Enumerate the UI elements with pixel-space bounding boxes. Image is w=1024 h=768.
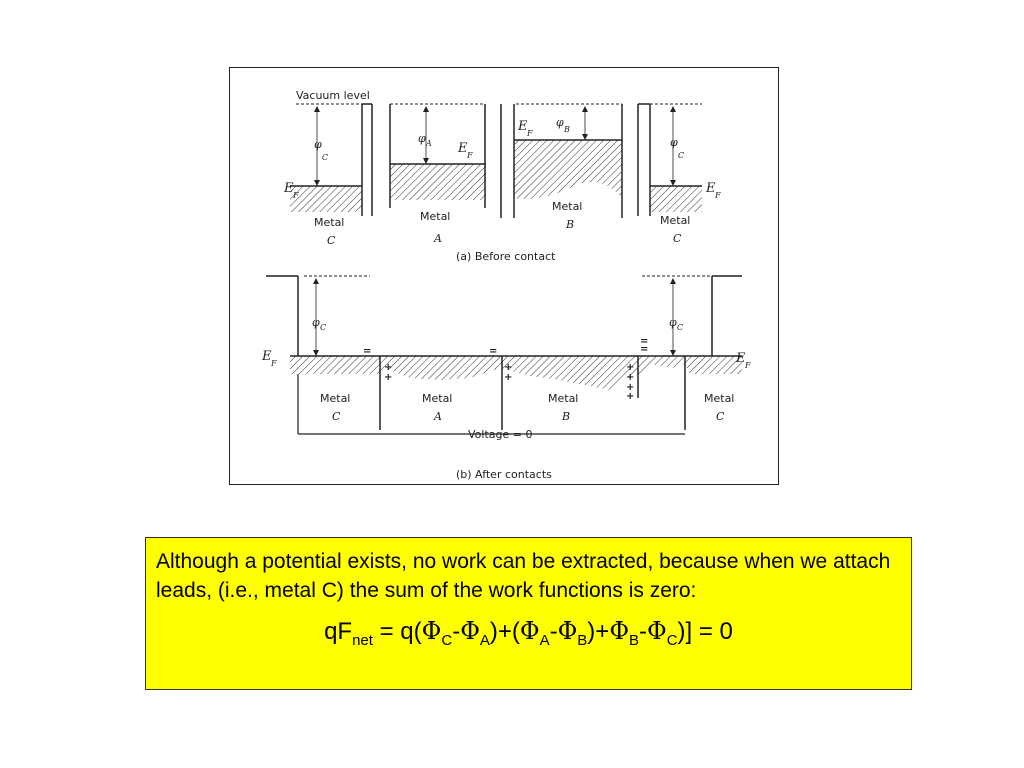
phi-subscript: C bbox=[678, 151, 684, 160]
fermi-label: E bbox=[517, 119, 528, 134]
metal-letter: A bbox=[433, 232, 442, 245]
metal-b-before: E F φ B Metal B bbox=[500, 104, 623, 231]
metal-letter: B bbox=[561, 410, 570, 423]
eq-minus: - bbox=[639, 618, 648, 645]
eq-sub: C bbox=[441, 631, 453, 649]
fermi-subscript: F bbox=[714, 191, 721, 200]
eq-phi: Φ bbox=[519, 617, 540, 645]
metal-label: Metal bbox=[320, 392, 350, 405]
fermi-subscript: F bbox=[744, 361, 751, 370]
voltage-label: Voltage = 0 bbox=[468, 428, 532, 441]
phi-subscript: C bbox=[320, 323, 326, 332]
metal-letter: C bbox=[716, 410, 725, 423]
svg-text:+: + bbox=[626, 372, 634, 383]
svg-text:+: + bbox=[626, 362, 634, 373]
fermi-subscript: F bbox=[466, 151, 473, 160]
svg-text:=: = bbox=[640, 336, 648, 347]
svg-text:+: + bbox=[504, 372, 512, 383]
metal-c-right-before: φ C E F Metal C bbox=[637, 103, 721, 245]
fermi-label: E bbox=[735, 351, 746, 366]
diagram-svg: Vacuum level φ C E F Metal C φ A E F Met… bbox=[261, 89, 751, 481]
metal-letter: C bbox=[673, 232, 682, 245]
metal-a-before: φ A E F Metal A bbox=[389, 104, 486, 245]
eq-sub: A bbox=[479, 631, 490, 649]
metal-label: Metal bbox=[704, 392, 734, 405]
phi-subscript: C bbox=[677, 323, 683, 332]
eq-sub: A bbox=[539, 631, 550, 649]
eq-sub: B bbox=[577, 631, 588, 649]
metal-label: Metal bbox=[660, 214, 690, 227]
eq-sub: B bbox=[629, 631, 640, 649]
after-contacts-diagram: = + + = + + = = + + + + bbox=[266, 275, 742, 435]
phi-subscript: B bbox=[563, 125, 570, 134]
svg-text:+: + bbox=[384, 372, 392, 383]
phi-label: φ bbox=[314, 138, 322, 151]
phi-label: φ bbox=[556, 116, 564, 129]
metal-label: Metal bbox=[548, 392, 578, 405]
energy-band-diagram: Vacuum level φ C E F Metal C φ A E F Met… bbox=[229, 67, 779, 485]
eq-part: )+( bbox=[489, 618, 520, 645]
eq-part: )] = 0 bbox=[677, 618, 733, 645]
phi-label: φ bbox=[670, 136, 678, 149]
svg-text:+: + bbox=[384, 362, 392, 373]
fermi-label: E bbox=[261, 349, 272, 364]
fermi-label: E bbox=[283, 181, 294, 196]
eq-minus: - bbox=[549, 618, 558, 645]
metal-letter: B bbox=[565, 218, 574, 231]
explanation-box: Although a potential exists, no work can… bbox=[145, 537, 912, 690]
metal-letter: A bbox=[433, 410, 442, 423]
phi-label: φ bbox=[418, 132, 426, 145]
metal-c-left-before: φ C E F Metal C bbox=[283, 103, 373, 247]
eq-phi: Φ bbox=[609, 617, 629, 645]
phi-subscript: A bbox=[425, 139, 432, 148]
metal-letter: C bbox=[327, 234, 336, 247]
phi-label: φ bbox=[669, 316, 677, 329]
metal-label: Metal bbox=[314, 216, 344, 229]
eq-phi: Φ bbox=[557, 617, 578, 645]
phi-subscript: C bbox=[322, 153, 328, 162]
eq-phi: Φ bbox=[647, 617, 667, 645]
eq-phi: Φ bbox=[460, 617, 480, 645]
eq-sub: C bbox=[666, 631, 678, 649]
explanation-text: Although a potential exists, no work can… bbox=[156, 550, 891, 602]
fermi-subscript: F bbox=[270, 359, 277, 368]
metal-letter: C bbox=[332, 410, 341, 423]
fermi-label: E bbox=[457, 141, 468, 156]
metal-label: Metal bbox=[420, 210, 450, 223]
eq-phi: Φ bbox=[421, 617, 442, 645]
metal-label: Metal bbox=[422, 392, 452, 405]
svg-text:+: + bbox=[626, 391, 634, 402]
vacuum-level-label: Vacuum level bbox=[296, 89, 370, 102]
eq-net-subscript: net bbox=[352, 631, 373, 649]
eq-minus: - bbox=[452, 618, 461, 645]
svg-text:+: + bbox=[626, 382, 634, 393]
eq-part: )+ bbox=[587, 618, 610, 645]
fermi-label: E bbox=[705, 181, 716, 196]
svg-text:=: = bbox=[489, 346, 497, 357]
svg-text:=: = bbox=[640, 344, 648, 355]
metal-label: Metal bbox=[552, 200, 582, 213]
svg-text:+: + bbox=[504, 362, 512, 373]
fermi-subscript: F bbox=[292, 191, 299, 200]
eq-part: = q( bbox=[372, 618, 422, 645]
eq-qf: qF bbox=[324, 618, 353, 645]
caption-before: (a) Before contact bbox=[456, 250, 556, 263]
work-function-equation: qFnet = q(ΦC-ΦA)+(ΦA-ΦB)+ΦB-ΦC)] = 0 bbox=[156, 617, 901, 649]
svg-text:=: = bbox=[363, 346, 371, 357]
fermi-subscript: F bbox=[526, 129, 533, 138]
phi-label: φ bbox=[312, 316, 320, 329]
caption-after: (b) After contacts bbox=[456, 468, 552, 481]
